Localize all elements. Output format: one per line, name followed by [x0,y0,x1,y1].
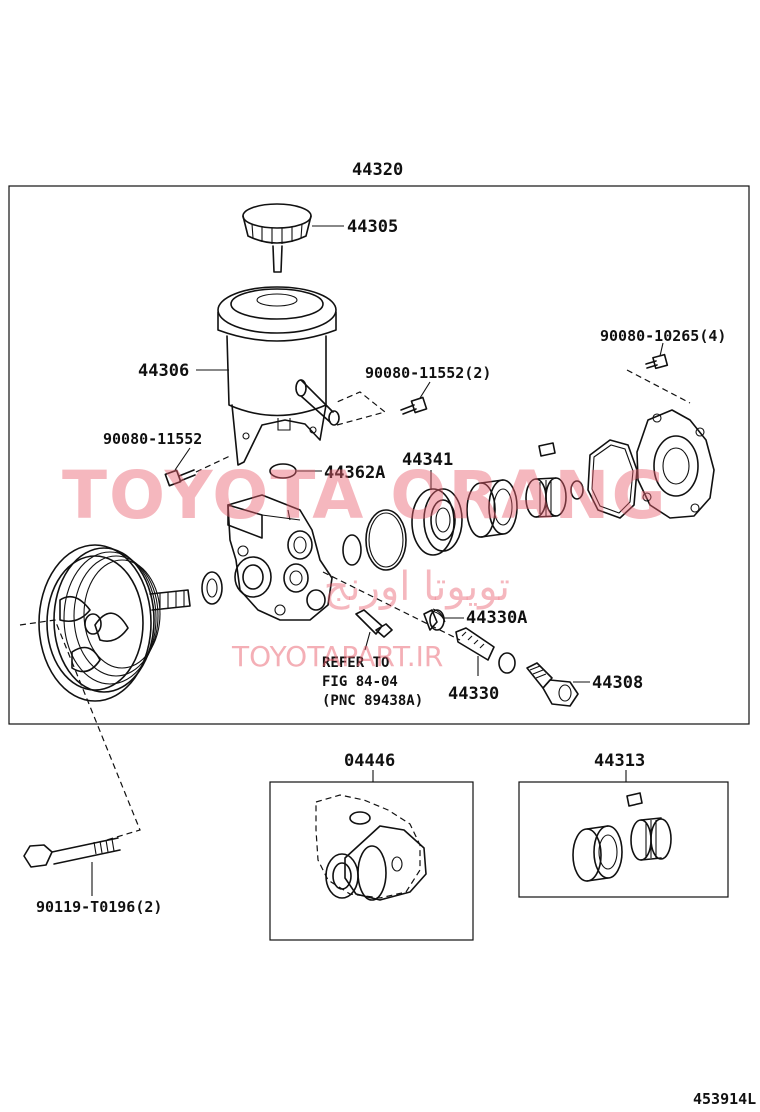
label-44308: 44308 [592,673,643,693]
pressure-switch-part [355,609,393,638]
oring-small-part [269,463,297,479]
gasket-kit-parts [315,794,427,901]
label-44313: 44313 [594,751,645,771]
vane-part [538,442,556,457]
valve-oring-part [498,652,516,674]
union-plug-part [526,662,579,707]
refer-note-line1: REFER TO [322,655,389,671]
assembly-frame [8,185,750,725]
shaft-seal-part [201,571,223,605]
cover-gasket-part [587,439,638,519]
reservoir-cap-part [242,203,312,273]
label-04446: 04446 [344,751,395,771]
gasket-kit-frame [269,781,474,941]
label-44341: 44341 [402,450,453,470]
watermark-main: TOYOTA ORANG [62,457,668,534]
watermark-url: TOYOTAPART.IR [231,640,443,673]
label-44330A: 44330A [466,608,527,628]
rear-cover-part [636,409,715,519]
cam-ring-kit-parts [572,792,672,882]
label-44306: 44306 [138,361,189,381]
label-90080-11552: 90080-11552 [103,430,202,448]
pulley-part [38,544,191,702]
assembly-number-label: 44320 [352,160,403,180]
pulley-bolt-part [23,837,121,868]
cam-ring-kit-frame [518,781,729,898]
label-44362A: 44362A [324,463,385,483]
refer-note-line3: (PNC 89438A) [322,693,423,709]
oring-a-part [342,534,362,566]
refer-note-line2: FIG 84-04 [322,674,398,690]
pump-body-part [227,494,333,621]
watermark-arabic: تويوتا اورنج [324,564,510,610]
oring-b-part [365,509,407,571]
label-90080-10265: 90080-10265(4) [600,327,726,345]
label-90119-T0196: 90119-T0196(2) [36,898,162,916]
valve-spring-part [423,608,446,631]
ring-seal-part [411,488,463,556]
cam-ring-part [466,479,518,538]
label-44330: 44330 [448,684,499,704]
reservoir-bolt-right-part [400,396,428,415]
label-90080-11552-2: 90080-11552(2) [365,364,491,382]
reservoir-bolt-left-part [164,469,196,487]
label-44305: 44305 [347,217,398,237]
rotor-part [525,477,567,518]
reservoir-part [217,286,340,466]
diagram-code: 453914L [693,1090,756,1108]
small-oring-part [570,480,584,500]
cover-bolt-part [645,353,669,370]
valve-part [455,627,495,661]
